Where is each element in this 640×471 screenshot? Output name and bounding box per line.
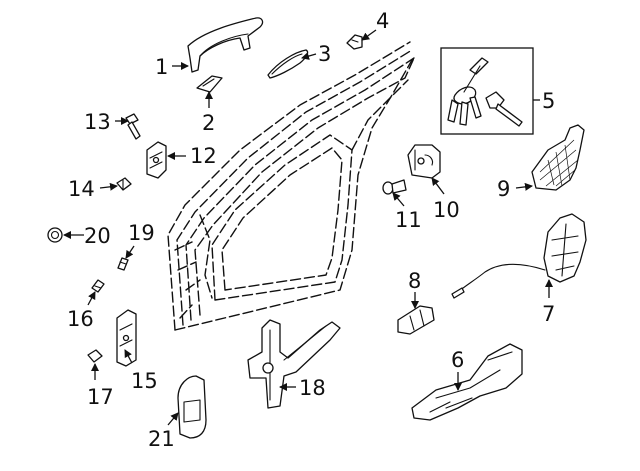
striker-part bbox=[407, 144, 441, 179]
door-shell-drawing bbox=[167, 41, 415, 331]
outside-handle-part bbox=[187, 17, 264, 73]
callout-19: 19 bbox=[128, 221, 155, 245]
bolt-16-part bbox=[91, 279, 105, 293]
callout-8: 8 bbox=[408, 269, 421, 293]
frame-bracket-part bbox=[531, 124, 585, 191]
leader-lines bbox=[63, 29, 553, 426]
bolt-14-part bbox=[116, 177, 132, 191]
callout-5: 5 bbox=[542, 89, 555, 113]
inside-handle-assembly-part bbox=[411, 343, 523, 421]
bolt-19-part bbox=[117, 257, 129, 271]
screw-part bbox=[382, 179, 407, 195]
callout-11: 11 bbox=[395, 208, 422, 232]
bolt-17-part bbox=[87, 349, 103, 363]
callout-1: 1 bbox=[155, 55, 168, 79]
door-latch-part bbox=[451, 213, 587, 299]
callout-10: 10 bbox=[433, 198, 460, 222]
callout-labels: 1 2 3 4 5 6 7 8 9 10 11 12 13 14 15 16 1… bbox=[67, 9, 555, 451]
callout-6: 6 bbox=[451, 348, 464, 372]
callout-20: 20 bbox=[84, 224, 111, 248]
actuator-part bbox=[397, 305, 435, 335]
handle-cover-part bbox=[196, 75, 223, 93]
callout-12: 12 bbox=[190, 144, 217, 168]
callout-7: 7 bbox=[542, 302, 555, 326]
callout-16: 16 bbox=[67, 307, 94, 331]
callout-17: 17 bbox=[87, 385, 114, 409]
upper-hinge-part bbox=[146, 141, 167, 179]
bolt-13-part bbox=[125, 113, 141, 140]
callout-15: 15 bbox=[131, 369, 158, 393]
callout-14: 14 bbox=[68, 177, 95, 201]
plug-20-part bbox=[47, 227, 63, 243]
guard-part bbox=[177, 375, 207, 439]
lower-hinge-part bbox=[116, 309, 137, 367]
callout-21: 21 bbox=[148, 427, 175, 451]
callout-3: 3 bbox=[318, 42, 331, 66]
gasket-part bbox=[267, 49, 309, 79]
lock-cylinder-key-set-part bbox=[440, 47, 534, 135]
callout-4: 4 bbox=[376, 9, 389, 33]
callout-13: 13 bbox=[84, 110, 111, 134]
callout-18: 18 bbox=[299, 376, 326, 400]
callout-2: 2 bbox=[202, 111, 215, 135]
callout-9: 9 bbox=[497, 177, 510, 201]
door-check-part bbox=[247, 319, 341, 409]
clip-part bbox=[346, 34, 363, 50]
